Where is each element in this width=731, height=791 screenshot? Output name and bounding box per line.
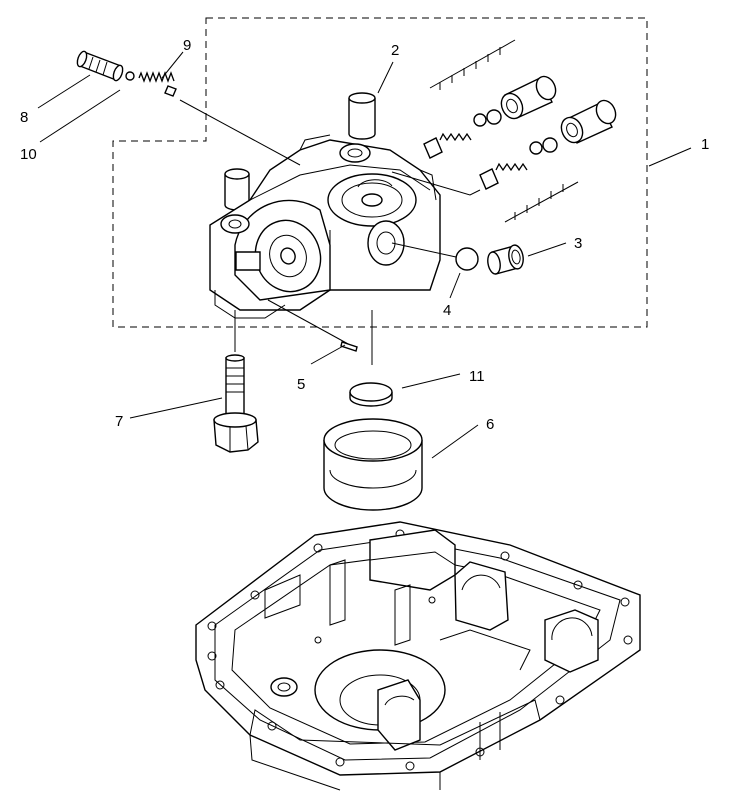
leader-6 [431, 424, 479, 459]
leader-8 [37, 74, 91, 109]
callout-8: 8 [20, 109, 28, 126]
callout-2: 2 [391, 42, 399, 59]
assembly-boundary [112, 17, 648, 328]
guide-line-8-9 [179, 99, 301, 166]
part-5-pin [340, 341, 358, 352]
pump-body [209, 134, 441, 319]
part-11-cap [349, 382, 393, 407]
part-8-plug [76, 50, 124, 82]
leader-2 [377, 61, 394, 94]
part-3-bushing [487, 244, 524, 275]
callout-4: 4 [443, 302, 451, 319]
part-9-spring [138, 71, 177, 97]
valve-assembly-upper [423, 39, 617, 223]
guide-line-3 [391, 242, 457, 258]
leader-4 [449, 272, 461, 299]
part-10-ball [125, 71, 135, 81]
part-4-oring [455, 247, 479, 271]
callout-7: 7 [115, 413, 123, 430]
leader-11 [401, 373, 461, 389]
callout-6: 6 [486, 416, 494, 433]
leader-5 [310, 344, 346, 365]
callout-5: 5 [297, 376, 305, 393]
part-6-seal [323, 418, 423, 511]
callout-1: 1 [701, 136, 709, 153]
leader-10 [39, 89, 121, 143]
leader-9 [161, 51, 184, 79]
guide-line-5 [267, 299, 351, 346]
part-dowel-secondary [224, 168, 250, 211]
leader-1 [648, 147, 692, 167]
callout-9: 9 [183, 37, 191, 54]
callout-3: 3 [574, 235, 582, 252]
mounting-holes [207, 529, 633, 771]
leader-3 [527, 242, 567, 257]
oil-pan-housing [195, 521, 641, 791]
callout-10: 10 [20, 146, 37, 163]
part-7-bolt [213, 354, 259, 453]
leader-7 [129, 397, 223, 419]
callout-11: 11 [469, 368, 485, 385]
guide-line-valve [391, 171, 481, 196]
part-2-dowel [348, 92, 376, 140]
